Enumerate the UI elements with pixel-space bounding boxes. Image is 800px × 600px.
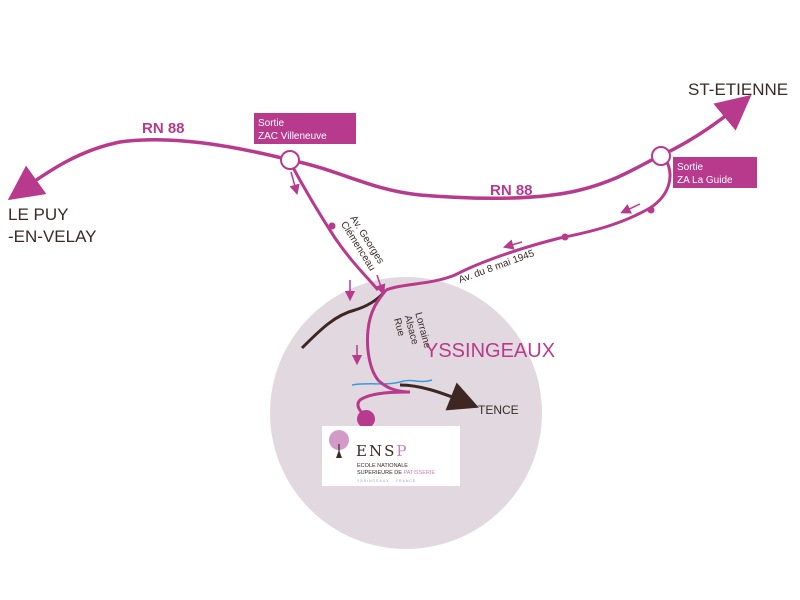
exit-west-roundabout[interactable] — [280, 150, 300, 170]
exit-east-label-line2: ZA La Guide — [677, 175, 733, 186]
city-label-st-etienne: ST-ETIENNE — [688, 80, 788, 99]
street-label-av-georges: Av. Georges Clémenceau — [338, 214, 386, 273]
logo-tree-icon — [329, 430, 349, 450]
rn88-road — [7, 137, 291, 201]
logo-line3: YSSINGEAUX - FRANCE — [357, 479, 416, 483]
secondary-road-tence — [399, 382, 479, 411]
route-dot — [647, 206, 655, 214]
exit-west-label-line2: ZAC Villeneuve — [258, 131, 327, 142]
city-label-le-puy-line1: LE PUY — [8, 205, 68, 224]
direction-arrow — [375, 274, 386, 295]
exit-east-label-box — [673, 157, 757, 188]
svg-text:Rue: Rue — [391, 317, 406, 338]
direction-arrow — [289, 171, 300, 196]
exit-west-label-line1: Sortie — [258, 118, 285, 129]
route-av-8-mai — [385, 157, 672, 292]
rn88-road-east — [289, 94, 752, 201]
direction-arrow — [620, 203, 641, 214]
exit-east-roundabout[interactable] — [651, 146, 671, 166]
exit-west-label-box — [254, 113, 356, 144]
road-label-rn88-west: RN 88 — [142, 120, 185, 137]
direction-arrow — [502, 239, 523, 250]
logo-line1: ECOLE NATIONALE — [357, 463, 408, 469]
road-label-rn88-east: RN 88 — [490, 182, 533, 199]
city-label-tence: TENCE — [478, 403, 519, 417]
logo-name: ENSP — [356, 442, 408, 460]
city-label-le-puy-line2: -EN-VELAY — [8, 227, 97, 246]
town-label-yssingeaux: YSSINGEAUX — [425, 340, 555, 362]
river — [351, 379, 433, 386]
route-dot — [561, 233, 569, 241]
route-west-exit — [288, 161, 380, 291]
route-dot — [328, 222, 336, 230]
route-rue-alsace — [356, 289, 411, 418]
secondary-road-west — [300, 289, 388, 350]
logo-line2: SUPERIEURE DE PATISSERIE — [357, 470, 435, 476]
school-logo: ENSP ECOLE NATIONALE SUPERIEURE DE PATIS… — [322, 426, 460, 486]
school-location-marker[interactable] — [357, 410, 375, 428]
exit-east-label-line1: Sortie — [677, 162, 704, 173]
